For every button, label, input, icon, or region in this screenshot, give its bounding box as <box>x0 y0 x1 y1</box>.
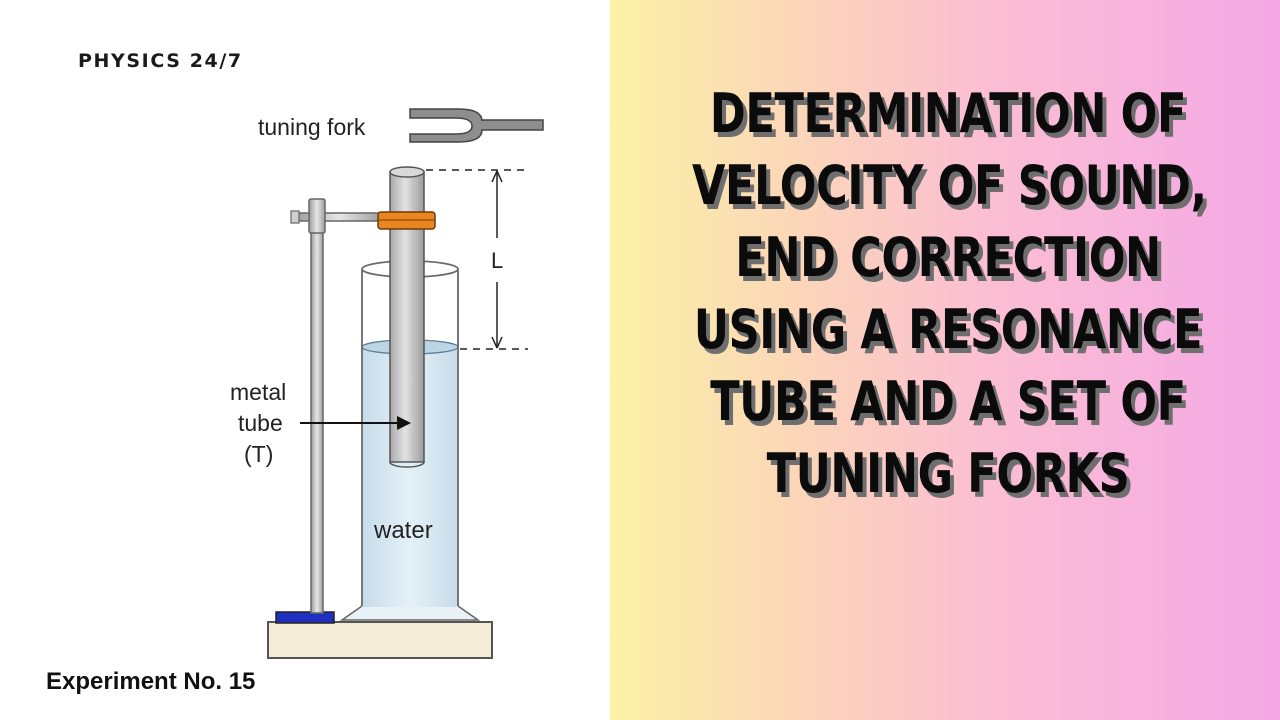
clamp-arm <box>294 212 384 222</box>
metal-tube-label-line3: (T) <box>244 441 273 467</box>
title-line: tube and a set of <box>710 370 1186 433</box>
metal-tube-top <box>389 166 425 178</box>
title-line: end correction <box>735 226 1161 289</box>
tuning-fork-label: tuning fork <box>258 114 366 140</box>
title-line: velocity of sound, <box>692 154 1207 217</box>
metal-tube-label-line1: metal <box>230 379 286 405</box>
channel-brand: PHYSICS 24/7 <box>78 50 243 72</box>
title-line: Determination of <box>709 82 1187 145</box>
metal-tube-bottom <box>389 461 425 468</box>
tuning-fork <box>409 108 544 143</box>
stand-base-pad <box>275 611 335 624</box>
water-label: water <box>373 517 433 544</box>
cylinder-foot <box>339 605 481 621</box>
thumbnail-title: Determination of velocity of sound, end … <box>692 78 1207 510</box>
metal-tube-label-line2: tube <box>238 410 283 436</box>
title-panel: Determination of velocity of sound, end … <box>610 0 1280 720</box>
experiment-number: Experiment No. 15 <box>46 668 256 695</box>
cylinder-glass <box>361 270 459 606</box>
base-block <box>267 621 493 659</box>
length-label: L <box>491 248 503 273</box>
title-line: using a resonance <box>693 298 1203 361</box>
metal-tube-pointer-head <box>397 416 411 430</box>
diagram-panel: PHYSICS 24/7 <box>0 0 610 720</box>
stand-rod <box>310 209 324 614</box>
clamp-knob <box>308 198 326 234</box>
resonance-tube-diagram: tuning fork L metal tube (T) water <box>230 108 544 659</box>
clamp-end <box>290 210 300 224</box>
title-line: tuning forks <box>766 442 1130 505</box>
